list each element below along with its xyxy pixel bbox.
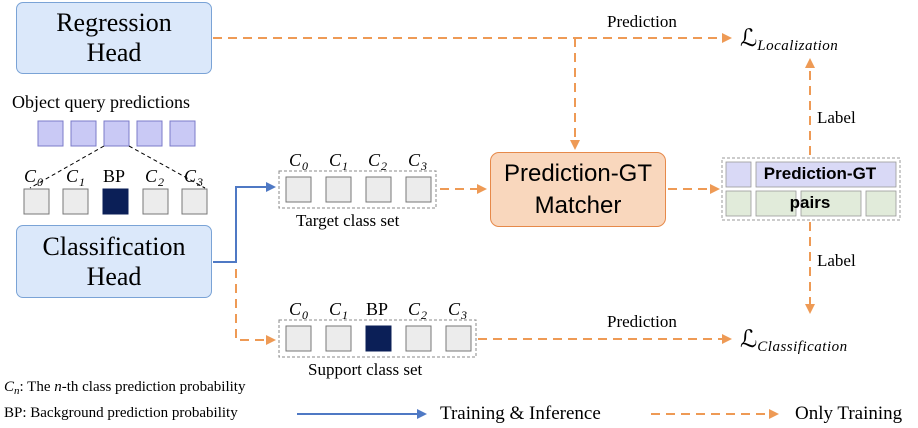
pairs-line2: pairs: [789, 193, 831, 212]
query-cell: [70, 120, 97, 147]
label-text-bottom: Label: [817, 251, 856, 270]
legend-bp-description: BP: Background prediction probability: [4, 405, 238, 421]
query-cell: [136, 120, 163, 147]
target-label-c3: C3: [408, 150, 428, 173]
regression-head-line1: Regression: [56, 8, 172, 38]
support-label-c3: C3: [448, 299, 468, 322]
label-text-top: Label: [817, 108, 856, 127]
legend-only-training: Only Training: [795, 403, 903, 424]
legend-training-inference: Training & Inference: [440, 403, 601, 424]
regression-head: Regression Head: [16, 2, 212, 74]
class-cell: [285, 325, 312, 352]
class-cell: [325, 176, 352, 203]
class-cell: [181, 188, 208, 215]
regression-head-line2: Head: [86, 38, 142, 67]
support-label-c2: C2: [408, 299, 428, 322]
class-cell: [62, 188, 89, 215]
class-cell: [285, 176, 312, 203]
target-set-frame: [278, 170, 437, 209]
support-label-bp: BP: [366, 299, 389, 319]
arrow-classification-to-target: [213, 182, 276, 263]
bp-cell: [102, 188, 129, 215]
query-class-label-c2: C2: [145, 166, 165, 189]
class-cell: [142, 188, 169, 215]
prediction-label-bottom: Prediction: [607, 312, 677, 331]
arrow-classification-to-support: [213, 261, 276, 345]
query-cell: [103, 120, 130, 147]
matcher-line1: Prediction-GT: [503, 160, 653, 188]
query-class-label-c3: C3: [184, 166, 204, 189]
target-label-c1: C1: [329, 150, 349, 173]
classification-head: Classification Head: [16, 225, 212, 298]
training-only-arrows: [213, 33, 815, 419]
query-cell: [169, 120, 196, 147]
classification-head-line2: Head: [86, 261, 142, 291]
support-label-c1: C1: [329, 299, 349, 322]
class-cell: [405, 325, 432, 352]
prediction-label-top: Prediction: [607, 12, 677, 31]
object-query-cells: [37, 120, 196, 147]
query-fanout-lines: [29, 145, 206, 189]
target-label-c2: C2: [368, 150, 388, 173]
query-class-label-bp: BP: [103, 166, 126, 186]
query-cell: [37, 120, 64, 147]
query-class-label-c1: C1: [66, 166, 86, 189]
pairs-line1: Prediction-GT: [763, 164, 877, 183]
training-inference-arrows: [213, 182, 427, 419]
class-cell: [23, 188, 50, 215]
class-cell: [445, 325, 472, 352]
query-class-cells: [23, 188, 208, 215]
target-set-label: Target class set: [296, 211, 400, 230]
object-query-label: Object query predictions: [12, 92, 190, 112]
target-label-c0: C0: [289, 150, 309, 173]
prediction-gt-pairs-grid: [721, 157, 901, 221]
support-set-label: Support class set: [308, 360, 423, 379]
class-cell: [405, 176, 432, 203]
query-class-label-c0: C0: [24, 166, 44, 189]
support-label-c0: C0: [289, 299, 309, 322]
target-class-set: [278, 170, 437, 209]
classification-head-line1: Classification: [42, 231, 186, 261]
matcher-line2: Matcher: [534, 191, 622, 219]
prediction-gt-matcher: Prediction-GT Matcher: [490, 152, 666, 227]
bp-cell: [365, 325, 392, 352]
class-cell: [365, 176, 392, 203]
legend-cn-description: Cn: The n-th class prediction probabilit…: [4, 379, 246, 397]
support-class-set: [278, 319, 477, 358]
loss-classification: ℒClassification: [740, 327, 848, 355]
loss-localization: ℒLocalization: [740, 26, 839, 54]
class-cell: [325, 325, 352, 352]
support-set-frame: [278, 319, 477, 358]
